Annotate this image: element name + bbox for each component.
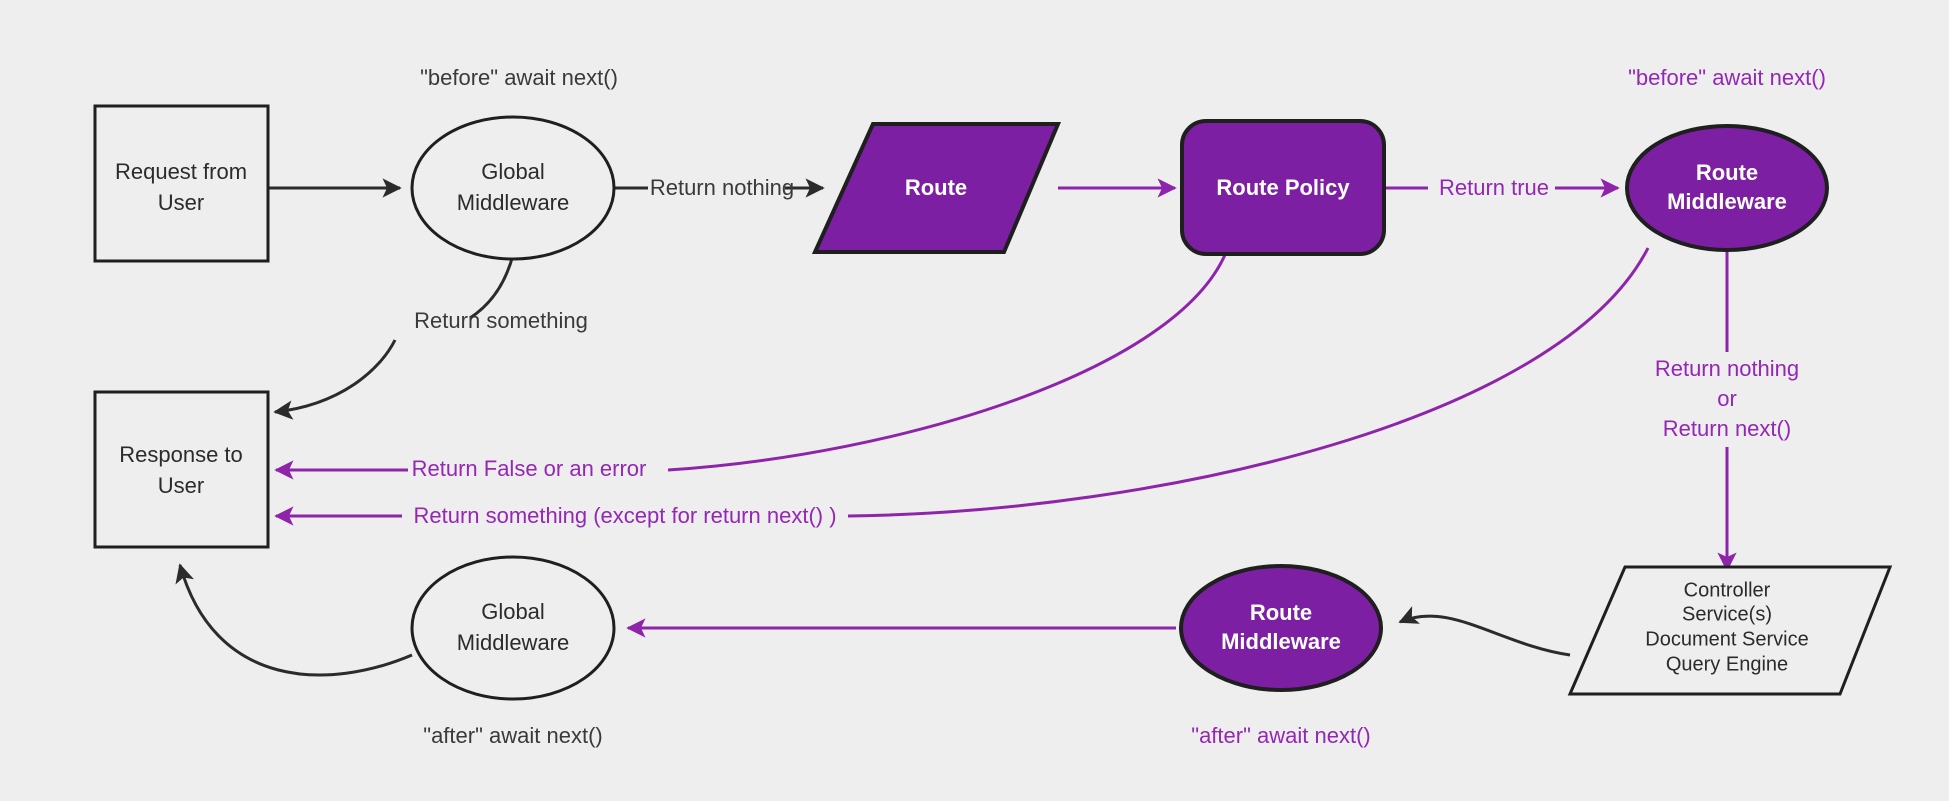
node-global-middleware-before[interactable]: Global Middleware — [410, 115, 616, 261]
request-from-user-box[interactable] — [93, 104, 270, 263]
edge-label-return-true: Return true — [1439, 175, 1549, 200]
annotation-route-middleware-after-await: "after" await next() — [1191, 723, 1370, 748]
route-policy-label: Route Policy — [1216, 175, 1350, 200]
node-response-to-user[interactable]: Response to User — [93, 390, 270, 549]
node-layer: Request from User Global Middleware Rout… — [93, 104, 1893, 701]
global-middleware-before-ellipse[interactable] — [410, 115, 616, 261]
route-middleware-after-ellipse[interactable] — [1179, 564, 1383, 692]
node-request-from-user[interactable]: Request from User — [93, 104, 270, 263]
annotation-route-middleware-before-await: "before" await next() — [1628, 65, 1826, 90]
node-route-middleware-after[interactable]: Route Middleware — [1179, 564, 1383, 692]
node-route[interactable]: Route — [811, 122, 1062, 254]
controller-service-label-line3: Document Service — [1645, 628, 1808, 650]
global-middleware-after-label-line2: Middleware — [457, 630, 570, 655]
node-route-policy[interactable]: Route Policy — [1180, 119, 1386, 256]
edge-route-middleware-to-response-curve — [847, 247, 1650, 518]
route-label: Route — [905, 175, 967, 200]
route-policy-box[interactable] — [1180, 119, 1386, 256]
route-middleware-after-label-line1: Route — [1250, 600, 1312, 625]
edge-label-return-false-or-error: Return False or an error — [412, 456, 647, 481]
node-global-middleware-after[interactable]: Global Middleware — [410, 555, 616, 701]
route-middleware-after-label-line2: Middleware — [1221, 629, 1341, 654]
response-to-user-label-line2: User — [158, 473, 204, 498]
edge-label-return-something-except-next: Return something (except for return next… — [413, 503, 836, 528]
node-controller-service[interactable]: Controller Service(s) Document Service Q… — [1567, 565, 1893, 696]
annotation-global-after-await: "after" await next() — [423, 723, 602, 748]
edge-route-policy-to-response-curve — [667, 249, 1229, 472]
edge-controller-to-route-middleware-after — [1398, 606, 1571, 657]
controller-service-label-line4: Query Engine — [1666, 653, 1788, 675]
route-middleware-before-label-line2: Middleware — [1667, 189, 1787, 214]
controller-service-label-line2: Service(s) — [1682, 603, 1772, 625]
node-route-middleware-before[interactable]: Route Middleware — [1625, 124, 1829, 252]
controller-service-parallelogram[interactable] — [1567, 565, 1893, 696]
route-middleware-before-label-line1: Route — [1696, 160, 1758, 185]
route-parallelogram[interactable] — [811, 122, 1062, 254]
global-middleware-before-label-line1: Global — [481, 159, 545, 184]
edge-label-return-nothing-or-next-line3: Return next() — [1663, 416, 1791, 441]
edge-global-middleware-to-response-upper — [469, 254, 515, 320]
edge-label-return-nothing: Return nothing — [650, 175, 794, 200]
request-from-user-label-line2: User — [158, 190, 204, 215]
request-from-user-label-line1: Request from — [115, 159, 247, 184]
edge-layer — [175, 178, 1737, 677]
route-middleware-before-ellipse[interactable] — [1625, 124, 1829, 252]
response-to-user-box[interactable] — [93, 390, 270, 549]
controller-service-label-line1: Controller — [1684, 579, 1771, 601]
global-middleware-before-label-line2: Middleware — [457, 190, 570, 215]
edge-global-middleware-to-response-lower — [273, 339, 397, 420]
edge-label-layer: Return nothing Return something Return t… — [412, 175, 1800, 528]
edge-label-return-nothing-or-next-line1: Return nothing — [1655, 356, 1799, 381]
edge-label-return-nothing-or-next-line2: or — [1717, 386, 1737, 411]
response-to-user-label-line1: Response to — [119, 442, 243, 467]
global-middleware-after-ellipse[interactable] — [410, 555, 616, 701]
global-middleware-after-label-line1: Global — [481, 599, 545, 624]
edge-global-middleware-after-to-response — [175, 563, 413, 677]
edge-label-return-something: Return something — [414, 308, 588, 333]
annotation-layer: "before" await next() "before" await nex… — [420, 65, 1826, 748]
annotation-global-before-await: "before" await next() — [420, 65, 618, 90]
